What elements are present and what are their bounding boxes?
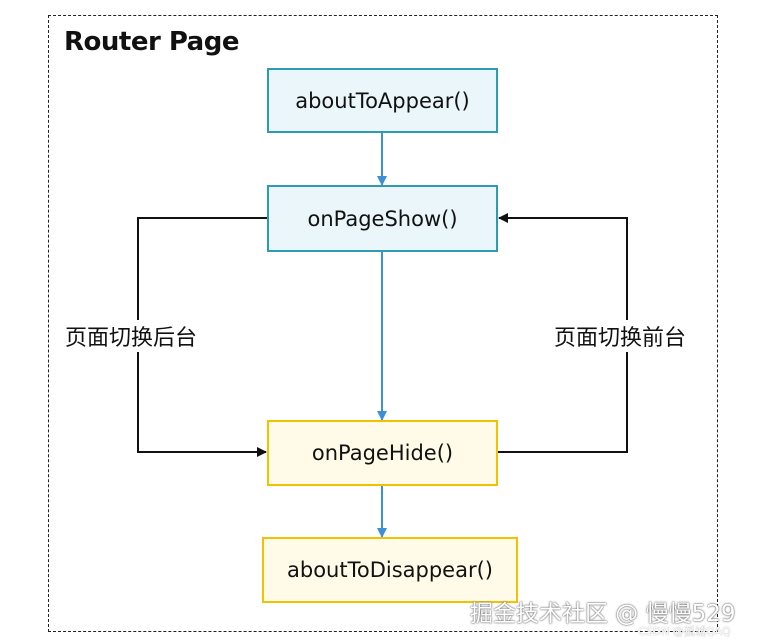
label-switch-to-background: 页面切换后台: [63, 320, 200, 352]
router-page-frame: [48, 15, 718, 632]
watermark-csdn: CSDN @孤城QAQ: [638, 625, 731, 638]
diagram-title: Router Page: [64, 27, 239, 57]
node-about-to-appear: aboutToAppear(): [267, 68, 498, 133]
node-about-to-disappear: aboutToDisappear(): [262, 537, 518, 603]
watermark-juejin: 掘金技术社区 @ 慢慢529: [470, 601, 736, 627]
node-on-page-show: onPageShow(): [267, 185, 498, 252]
label-switch-to-foreground: 页面切换前台: [552, 320, 689, 352]
node-on-page-hide: onPageHide(): [267, 420, 498, 486]
